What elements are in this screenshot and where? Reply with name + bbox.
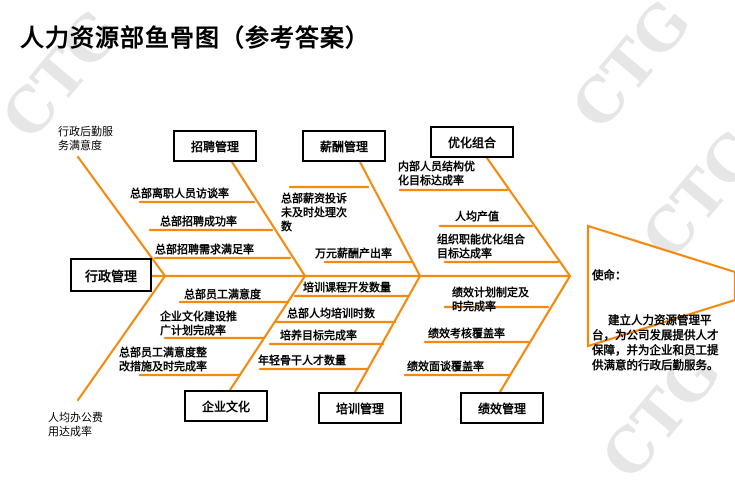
tail-note-top: 行政后勤服 务满意度 bbox=[58, 125, 113, 152]
tail-fin-top bbox=[76, 155, 167, 278]
cause-label: 总部员工满意度整 改措施及时完成率 bbox=[119, 346, 207, 373]
category-training: 培训管理 bbox=[318, 392, 402, 424]
cause-label: 万元薪酬产出率 bbox=[315, 247, 392, 260]
cause-label: 年轻骨干人才数量 bbox=[258, 354, 346, 367]
cause-label: 绩效计划制定及 时完成率 bbox=[452, 286, 529, 313]
cause-label: 内部人员结构优 化目标达成率 bbox=[398, 160, 475, 187]
cause-label: 总部人均培训时数 bbox=[287, 307, 375, 320]
bone-recruit bbox=[230, 160, 307, 278]
cause-label: 企业文化建设推 广计划完成率 bbox=[160, 310, 237, 337]
cause-label: 绩效面谈覆盖率 bbox=[407, 360, 484, 373]
fish-head bbox=[586, 224, 735, 348]
bone-performance bbox=[498, 274, 572, 394]
page-title: 人力资源部鱼骨图（参考答案） bbox=[20, 24, 370, 52]
cause-label: 总部离职人员访谈率 bbox=[130, 187, 229, 200]
bone-culture bbox=[228, 274, 307, 392]
cause-label: 总部招聘需求满足率 bbox=[155, 243, 254, 256]
category-optimize: 优化组合 bbox=[430, 126, 514, 158]
tail-note-bottom: 人均办公费 用达成率 bbox=[48, 411, 103, 438]
tail-box: 行政管理 bbox=[70, 258, 152, 292]
category-performance: 绩效管理 bbox=[460, 392, 544, 424]
cause-label: 培养目标完成率 bbox=[280, 329, 357, 342]
mission-text: 建立人力资源管理平台，为公司发展提供人才保障，并为企业和员工提供满意的行政后勤服… bbox=[592, 313, 719, 372]
category-recruit: 招聘管理 bbox=[173, 130, 257, 162]
bone-training bbox=[353, 274, 422, 394]
cause-label: 总部薪资投诉 未及时处理次 数 bbox=[281, 192, 347, 233]
cause-label: 人均产值 bbox=[455, 210, 499, 223]
tail-fin-bottom bbox=[76, 274, 167, 402]
cause-label: 组织职能优化组合 目标达成率 bbox=[437, 233, 525, 260]
fishbone-skeleton bbox=[76, 155, 735, 402]
category-salary: 薪酬管理 bbox=[302, 130, 386, 162]
bone-salary bbox=[358, 160, 422, 278]
cause-label: 总部招聘成功率 bbox=[160, 215, 237, 228]
cause-label: 绩效考核覆盖率 bbox=[428, 327, 505, 340]
cause-label: 培训课程开发数量 bbox=[303, 281, 391, 294]
bone-optimize bbox=[485, 156, 572, 278]
cause-label: 总部员工满意度 bbox=[184, 288, 261, 301]
category-culture: 企业文化 bbox=[184, 390, 268, 422]
mission-label: 使命： bbox=[592, 268, 627, 282]
mission-statement: 使命： 建立人力资源管理平台，为公司发展提供人才保障，并为企业和员工提供满意的行… bbox=[592, 238, 726, 388]
